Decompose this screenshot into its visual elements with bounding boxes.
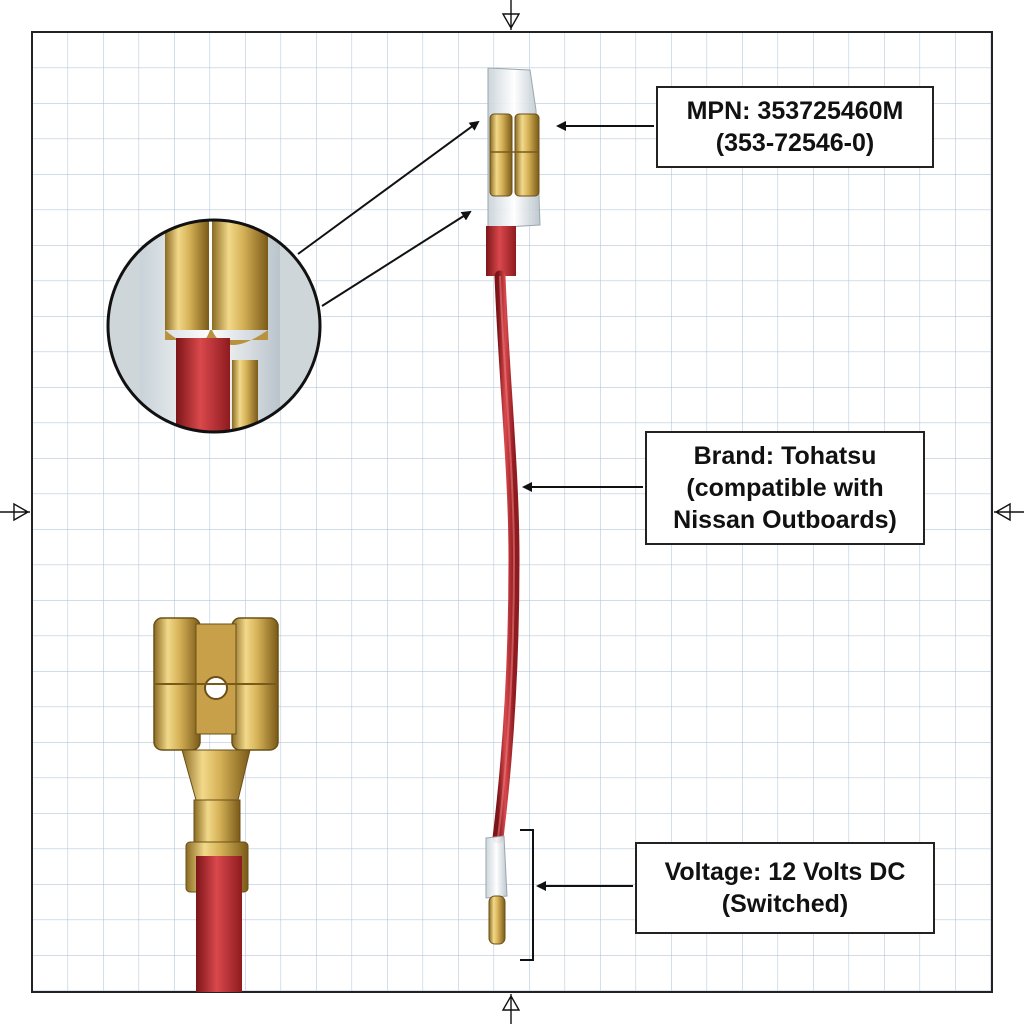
- detail-magnifier-circle: [106, 218, 322, 434]
- connector-barrel-left: [489, 113, 513, 197]
- mpn-line-2: (353-72546-0): [715, 129, 875, 157]
- brand-line-3: Nissan Outboards): [673, 506, 897, 534]
- brand-label: Brand: Tohatsu (compatible with Nissan O…: [645, 431, 925, 545]
- callout-arrow-icon: [297, 120, 480, 255]
- brand-line-2: (compatible with: [686, 474, 884, 502]
- registration-arrow-icon: [0, 502, 30, 522]
- voltage-line-1: Voltage: 12 Volts DC: [664, 858, 906, 886]
- terminal-closeup: [153, 617, 279, 992]
- bracket: [520, 829, 534, 961]
- brand-line-1: Brand: Tohatsu: [693, 442, 877, 470]
- heat-shrink-top: [486, 226, 516, 276]
- registration-arrow-icon: [501, 0, 521, 30]
- mpn-line-1: MPN: 353725460M: [686, 97, 904, 125]
- callout-arrow-icon: [321, 210, 472, 307]
- diagram-frame: [31, 31, 993, 993]
- voltage-line-2: (Switched): [721, 890, 849, 918]
- registration-arrow-icon: [994, 502, 1024, 522]
- connector-barrel-right: [514, 113, 540, 197]
- insulator-sleeve-bottom: [485, 835, 508, 899]
- wire-assembly: [485, 67, 541, 945]
- registration-arrow-icon: [501, 994, 521, 1024]
- mpn-label: MPN: 353725460M (353-72546-0): [656, 86, 934, 168]
- voltage-label: Voltage: 12 Volts DC (Switched): [635, 842, 935, 934]
- bullet-terminal-bottom: [488, 895, 506, 945]
